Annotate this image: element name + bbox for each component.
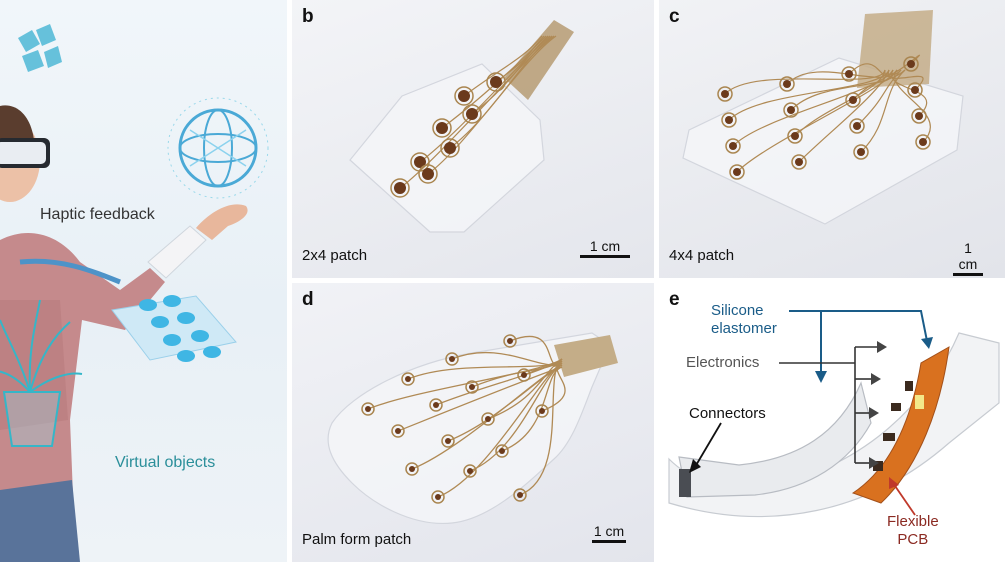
electrode-pad <box>441 434 455 448</box>
electrode-pad <box>513 488 527 502</box>
flexible-pcb-label: Flexible PCB <box>887 513 939 548</box>
electrode-pad <box>729 164 745 180</box>
arm-haptic-wearable <box>147 225 207 279</box>
electrode-pad <box>791 154 807 170</box>
electrode-pad <box>911 108 927 124</box>
electrode-pad <box>725 138 741 154</box>
panel-a-vr-illustration: Haptic feedback Virtual objects <box>0 0 287 562</box>
electrode-pad <box>390 178 410 198</box>
patch-4x4-photo <box>682 10 964 225</box>
electrode-pad <box>405 462 419 476</box>
scale-label-c: 1 cm <box>958 240 978 272</box>
electrode-pad <box>481 412 495 426</box>
electrode-pad <box>915 134 931 150</box>
electrode-pad <box>853 144 869 160</box>
patch-label-4x4: 4x4 patch <box>669 247 735 264</box>
wearable-cross-section-illustration <box>668 310 1000 518</box>
panel-c-4x4-patch: c 4x4 patch 1 cm <box>659 0 1005 278</box>
panel-letter-d: d <box>302 289 314 310</box>
electrode-pad <box>486 72 506 92</box>
electrode-pad <box>721 112 737 128</box>
electrode-pad <box>495 444 509 458</box>
patch-2x4-photo <box>349 20 574 233</box>
trace-line <box>860 69 906 153</box>
electrode-pad <box>454 86 474 106</box>
electrode-pad <box>391 424 405 438</box>
electrode-pad <box>779 76 795 92</box>
flexible-pcb <box>851 346 950 504</box>
scale-bar-b: 1 cm <box>580 238 630 258</box>
electrode-pad <box>463 464 477 478</box>
panel-letter-b: b <box>302 6 314 27</box>
electrode-pad <box>517 368 531 382</box>
panel-letter-c: c <box>669 6 680 27</box>
hologram-sphere-icon <box>167 97 269 199</box>
electrode-pad <box>431 490 445 504</box>
trace-line <box>437 362 563 498</box>
electrode-pad <box>783 102 799 118</box>
connector-housing <box>678 381 872 498</box>
electrode-pad <box>903 56 919 72</box>
hologram-plant-icon <box>0 299 83 447</box>
trace-line <box>887 69 924 91</box>
electrode-pad <box>787 128 803 144</box>
trace-line <box>469 364 563 472</box>
trace-line <box>463 35 543 97</box>
electrode-pad <box>849 118 865 134</box>
palm-patch-photo <box>327 332 618 525</box>
patch-label-2x4: 2x4 patch <box>302 247 368 264</box>
trace-line <box>519 358 563 496</box>
virtual-objects-label: Virtual objects <box>115 454 216 471</box>
electronics-label: Electronics <box>686 354 760 371</box>
panel-d-palm-patch: d Palm form patch 1 cm <box>292 283 654 562</box>
trace-line <box>894 69 931 143</box>
electrode-pad <box>717 86 733 102</box>
hologram-tablet-icon <box>111 295 237 362</box>
trace-line <box>724 69 886 95</box>
person-jeans <box>0 480 80 562</box>
scale-bar-c: 1 cm <box>953 240 983 276</box>
panel-letter-e: e <box>669 289 680 310</box>
panel-e-schematic: e Silicone elastomer Electronics Connect… <box>659 283 1005 562</box>
patch-label-palm: Palm form patch <box>302 531 412 548</box>
trace-line <box>427 35 557 175</box>
scale-label-d: 1 cm <box>593 523 625 539</box>
silicone-elastomer-label: Silicone elastomer <box>711 302 777 337</box>
electrode-pad <box>503 334 517 348</box>
electrode-pad <box>418 164 438 184</box>
floating-cubes-icon <box>18 24 62 72</box>
trace-line <box>435 358 563 406</box>
connector-block <box>679 469 691 497</box>
trace-line <box>856 69 902 127</box>
pcb-components <box>873 381 913 471</box>
trace-line <box>419 35 551 163</box>
scale-label-b: 1 cm <box>589 238 621 254</box>
electrode-pad <box>445 352 459 366</box>
electrode-pad <box>465 380 479 394</box>
electrode-pad <box>907 82 923 98</box>
electrode-pad <box>361 402 375 416</box>
electrode-pad <box>535 404 549 418</box>
connectors-label: Connectors <box>689 405 766 422</box>
scale-bar-d: 1 cm <box>592 523 626 543</box>
electrode-pad <box>440 138 460 158</box>
electrode-pad <box>429 398 443 412</box>
panel-b-2x4-patch: b 2x4 patch 1 cm <box>292 0 654 278</box>
electrode-pad <box>401 372 415 386</box>
electrode-pad <box>462 104 482 124</box>
trace-line <box>487 358 563 420</box>
trace-line <box>798 69 890 163</box>
haptic-feedback-label: Haptic feedback <box>40 206 155 223</box>
electrode-pad <box>845 92 861 108</box>
trace-line <box>852 69 898 101</box>
vr-scene-illustration <box>0 24 269 562</box>
electrode-pad <box>432 118 452 138</box>
electrode-pad <box>841 66 857 82</box>
